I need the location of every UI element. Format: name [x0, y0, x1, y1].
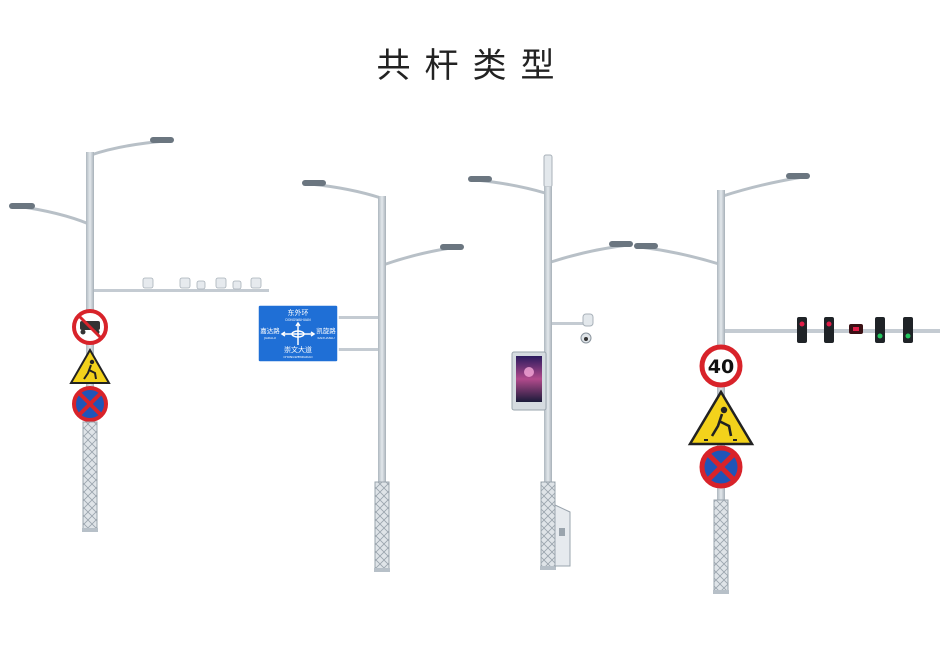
street-lamp-head [150, 137, 174, 143]
intersection-arrows-icon [280, 321, 316, 345]
pole-1 [9, 137, 269, 532]
guide-sign-top-pinyin: DONGWAIHUAN [285, 318, 311, 322]
pedestrian-crossing-icon [687, 389, 755, 446]
guide-sign-right: 凯旋路 [316, 326, 336, 335]
charging-box [554, 504, 571, 567]
page-title: 共杆类型 [376, 46, 569, 86]
road-guide-sign: 东外环 DONGWAIHUAN 嘉达路 JIADALU 凯旋路 KAIXUANL… [257, 304, 339, 363]
no-stopping-icon [699, 445, 743, 489]
street-lamp-head [9, 203, 35, 209]
street-lamp-head [440, 244, 464, 250]
no-stopping-icon [72, 386, 108, 422]
display-screen [511, 351, 547, 411]
pole-2: 东外环 DONGWAIHUAN 嘉达路 JIADALU 凯旋路 KAIXUANL… [257, 180, 464, 572]
antenna-icon [543, 154, 553, 188]
no-tricycle-icon [72, 309, 108, 345]
street-lamp-head [302, 180, 326, 186]
guide-sign-top: 东外环 [288, 308, 309, 317]
pedestrian-crossing-icon [69, 347, 111, 384]
guide-sign-right-pinyin: KAIXUANLU [317, 336, 334, 340]
guide-sign-left: 嘉达路 [260, 326, 280, 335]
guide-sign-bottom-pinyin: CHONGWENDADAO [283, 355, 313, 359]
street-lamp-head [634, 243, 658, 249]
sensor-units [142, 277, 262, 290]
street-lamp-head [468, 176, 492, 182]
pole-4: 40 [634, 173, 940, 594]
street-lamp-head [609, 241, 633, 247]
speed-limit-value: 40 [708, 356, 734, 378]
street-lamp-head [786, 173, 810, 179]
traffic-lights [797, 317, 913, 343]
guide-sign-left-pinyin: JIADALU [263, 336, 276, 340]
camera-icon [580, 313, 594, 344]
pole-3 [468, 154, 633, 570]
guide-sign-bottom: 崇文大道 [284, 345, 312, 354]
speed-limit-sign: 40 [699, 344, 743, 388]
